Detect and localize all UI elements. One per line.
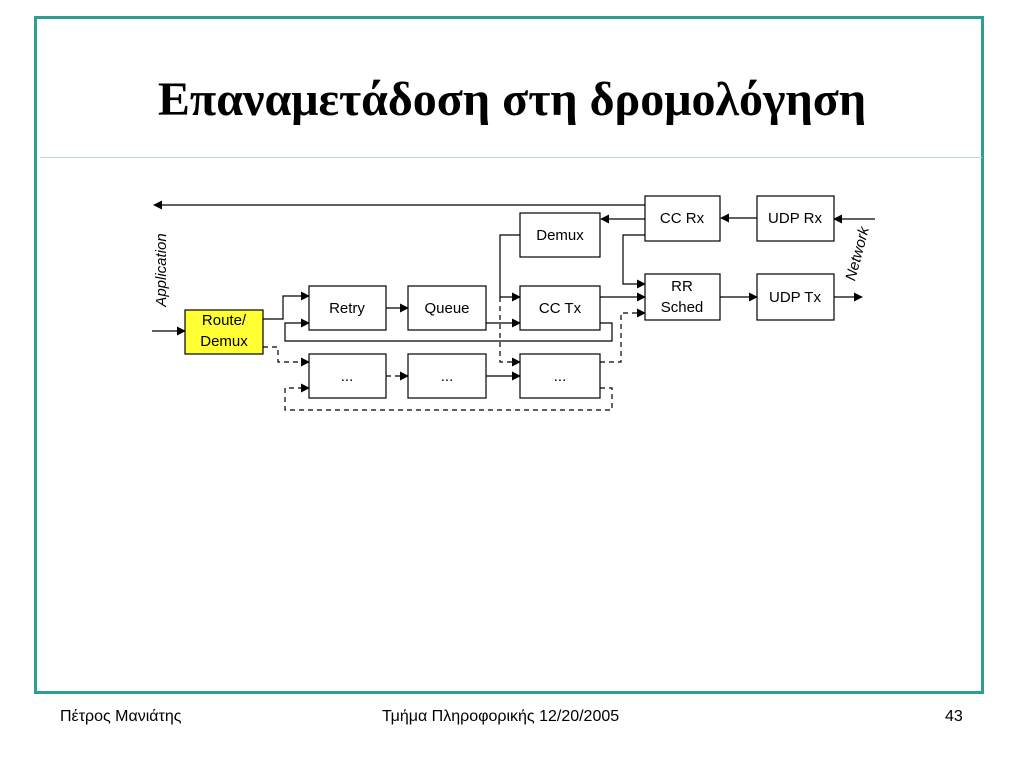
label-ellipsis-1: ...: [341, 368, 354, 385]
footer-page-number: 43: [945, 708, 963, 725]
label-udp-tx: UDP Tx: [769, 289, 821, 306]
line-ccrx-to-rrsched: [622, 234, 646, 289]
label-network: Network: [842, 224, 873, 283]
line-cctx-loop-to-retry: [284, 318, 613, 342]
box-udp-rx: [756, 195, 835, 242]
dashed-demux-to-ellipsis3: [499, 297, 521, 367]
box-ellipsis-1: [308, 353, 387, 399]
box-rr-sched: [644, 273, 721, 321]
label-udp-rx: UDP Rx: [768, 210, 822, 227]
box-queue: [407, 285, 487, 331]
box-udp-tx: [756, 273, 835, 321]
line-route-to-retry: [263, 291, 310, 320]
label-cc-rx: CC Rx: [660, 210, 705, 227]
box-cc-tx: [519, 285, 601, 331]
label-application: Application: [153, 233, 170, 307]
box-route-demux: [184, 309, 264, 355]
footer-author: Πέτρος Μανιάτης: [60, 708, 182, 725]
line-demux-to-cctx: [499, 234, 521, 302]
dashed-ellipsis-loop: [284, 383, 613, 411]
label-ellipsis-2: ...: [441, 368, 454, 385]
slide-title: Επαναμετάδοση στη δρομολόγηση: [157, 73, 867, 126]
dashed-ellipsis3-to-rrsched: [600, 308, 646, 363]
label-demux: Demux: [536, 227, 584, 244]
label-sched: Sched: [661, 299, 704, 316]
dashed-route-to-ellipsis1: [263, 346, 310, 367]
box-demux: [519, 212, 601, 258]
label-queue: Queue: [424, 300, 469, 317]
box-ellipsis-2: [407, 353, 487, 399]
slide-frame: [34, 16, 984, 694]
label-retry: Retry: [329, 300, 365, 317]
label-cc-tx: CC Tx: [539, 300, 582, 317]
label-ellipsis-3: ...: [554, 368, 567, 385]
title-separator: [40, 157, 982, 158]
label-route: Route/: [202, 312, 247, 329]
label-rr: RR: [671, 278, 693, 295]
box-cc-rx: [644, 195, 721, 242]
footer-department-date: Τμήμα Πληροφορικής 12/20/2005: [382, 708, 620, 725]
box-retry: [308, 285, 387, 331]
label-demux-route: Demux: [200, 333, 248, 350]
box-ellipsis-3: [519, 353, 601, 399]
